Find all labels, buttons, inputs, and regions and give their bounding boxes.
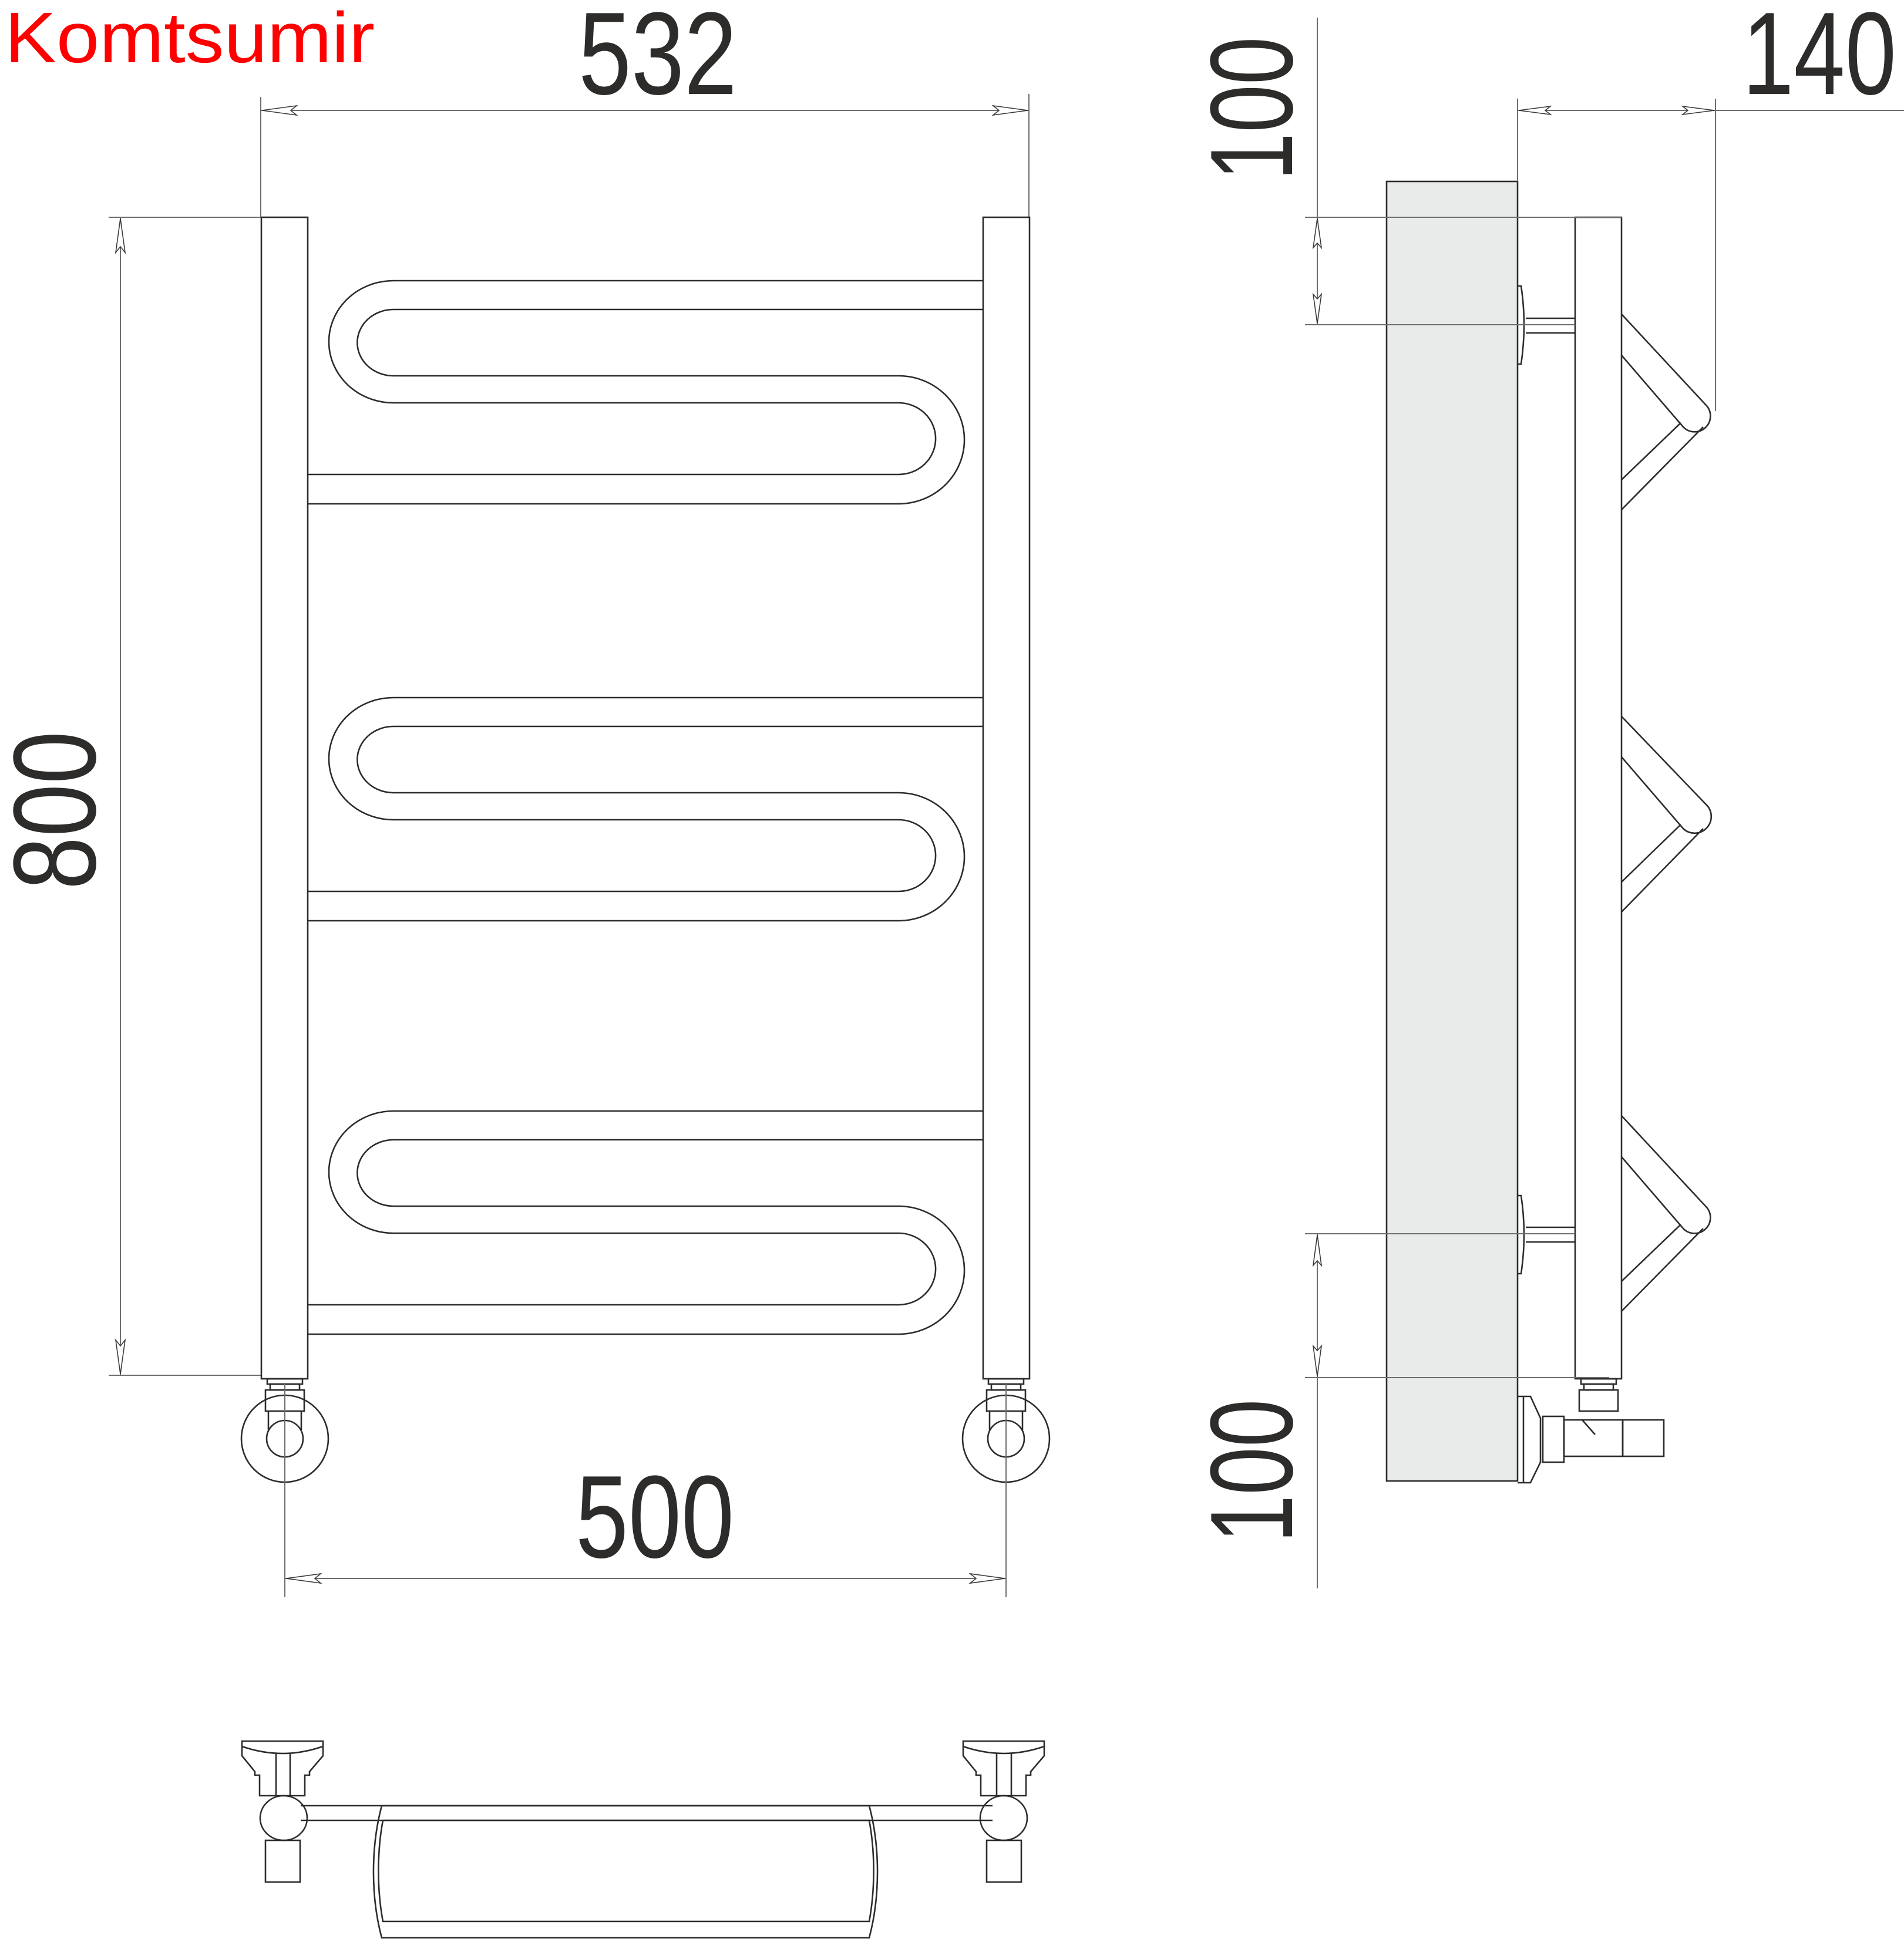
serpentine-section-2: [308, 696, 983, 922]
side-bracket-2: [1621, 716, 1713, 913]
serpentine-section-1: [308, 280, 983, 505]
arrowhead-icon: [115, 218, 126, 254]
dimension-label-532: 532: [578, 0, 737, 119]
dimension-label-140: 140: [1742, 0, 1896, 119]
front-view: 532 800: [0, 0, 1051, 1597]
bottom-wall-mount: [1518, 1194, 1575, 1275]
dimension-overall-height: 800: [0, 217, 261, 1376]
arrowhead-icon: [1312, 1344, 1323, 1377]
dimension-wall-offset: 140: [1517, 0, 1904, 411]
dimension-top-mount-offset: 100: [1186, 18, 1622, 325]
top-view-right-valve: [962, 1740, 1045, 1883]
side-bracket-3: [1621, 1115, 1711, 1312]
side-bracket-1: [1621, 314, 1711, 510]
arrowhead-icon: [1312, 1234, 1323, 1267]
dimension-bottom-mount-offset: 100: [1186, 1233, 1609, 1588]
arrowhead-icon: [1312, 218, 1323, 250]
dimension-label-800: 800: [0, 731, 120, 890]
top-view-loop: [372, 1805, 879, 1939]
arrowhead-icon: [1681, 105, 1715, 116]
top-view: [241, 1740, 1045, 1939]
dimension-label-100-bottom: 100: [1186, 1399, 1317, 1543]
brand-logo: Komtsumir: [5, 0, 375, 78]
side-column: [1574, 216, 1623, 1380]
dimension-label-500: 500: [576, 1452, 734, 1583]
dimension-label-100-top: 100: [1186, 37, 1317, 181]
arrowhead-icon: [115, 1338, 126, 1375]
serpentine-section-3: [308, 1110, 983, 1335]
top-view-left-valve: [241, 1740, 324, 1883]
right-column: [982, 216, 1031, 1380]
arrowhead-icon: [1518, 105, 1552, 116]
arrowhead-icon: [1312, 292, 1323, 324]
dimension-axis-distance: 500: [284, 1383, 1007, 1597]
side-valve: [1518, 1378, 1665, 1484]
arrowhead-icon: [261, 105, 298, 116]
wall-section: [1385, 180, 1519, 1482]
arrowhead-icon: [285, 1573, 322, 1584]
dimension-overall-width: 532: [260, 0, 1030, 217]
arrowhead-icon: [991, 105, 1028, 116]
arrowhead-icon: [968, 1573, 1005, 1584]
side-view: 140 100 100: [1186, 0, 1904, 1588]
left-column: [260, 216, 309, 1380]
